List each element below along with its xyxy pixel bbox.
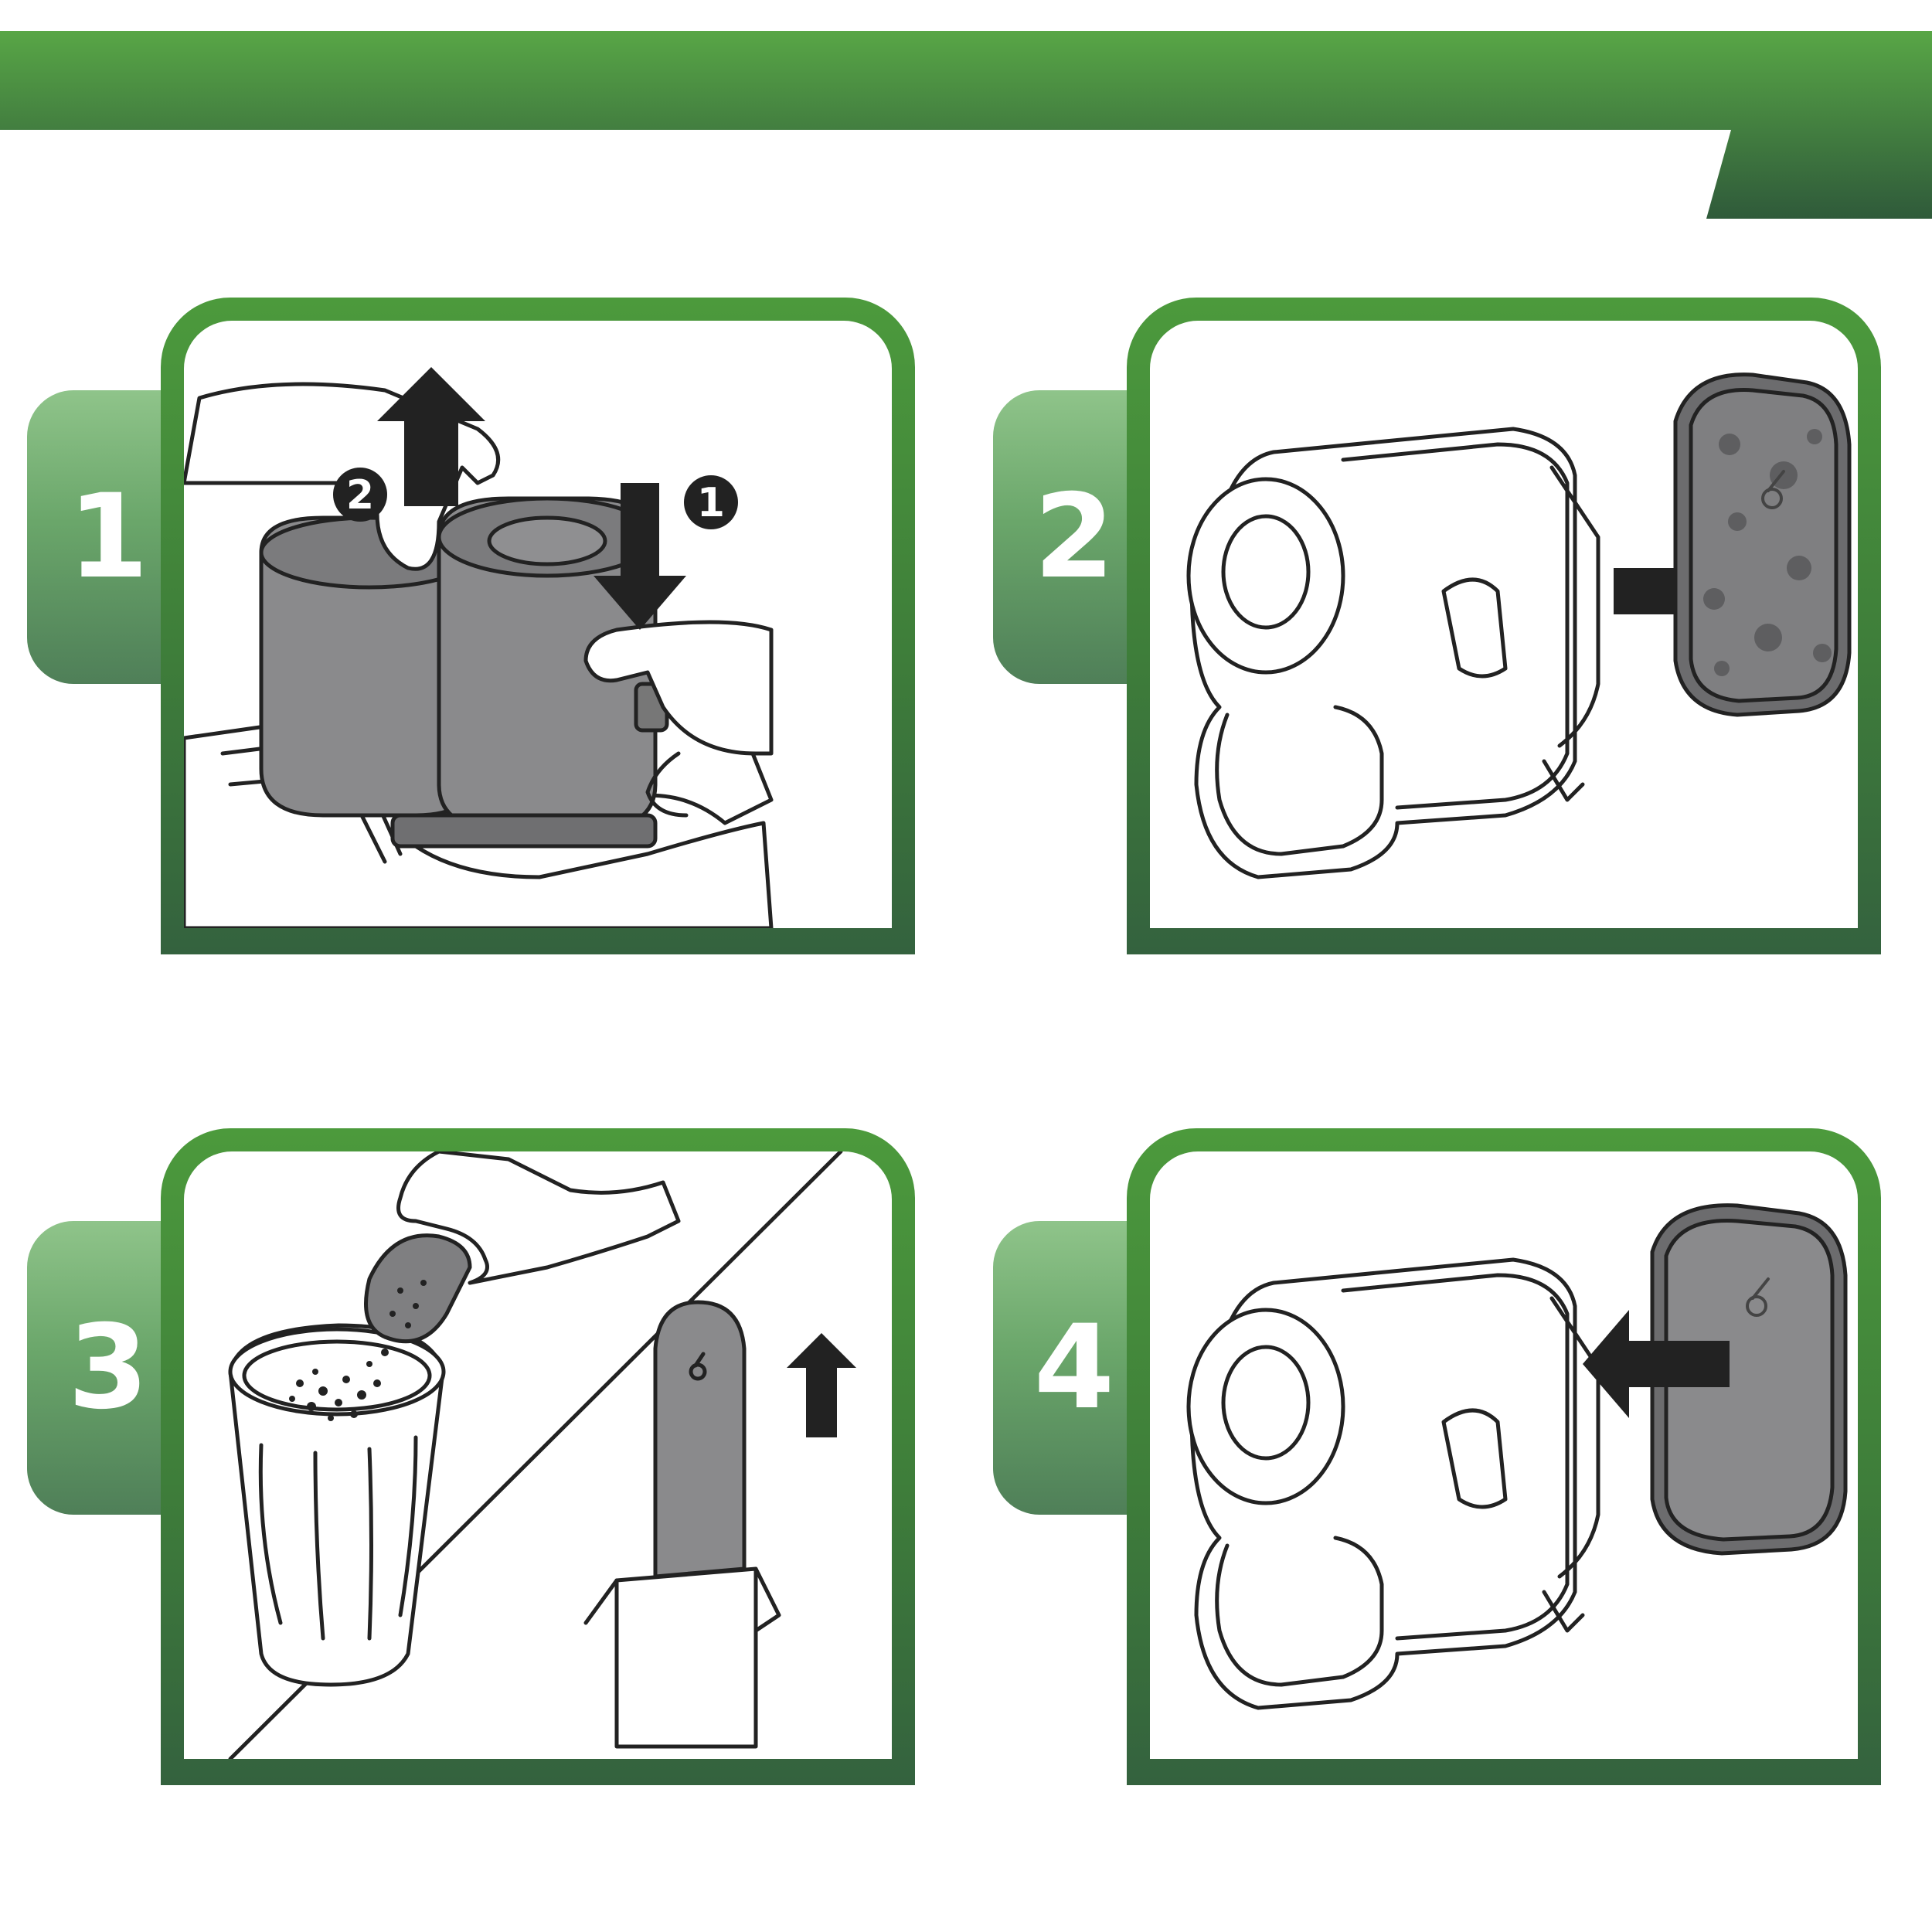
step-number: 2 bbox=[1033, 470, 1115, 604]
step-illustration-3 bbox=[184, 1151, 892, 1759]
badge-1: 1 bbox=[684, 475, 738, 529]
step-panel-2 bbox=[1127, 298, 1881, 954]
step-panel-1: 2 1 bbox=[161, 298, 915, 954]
discard-and-unpack-illustration bbox=[228, 1151, 856, 1759]
badge-label: 2 bbox=[346, 472, 374, 519]
top-banner bbox=[0, 31, 1932, 219]
badge-label: 1 bbox=[697, 480, 725, 526]
step-illustration-2 bbox=[1150, 321, 1858, 928]
step-illustration-4 bbox=[1150, 1151, 1858, 1759]
step-panel-3 bbox=[161, 1128, 915, 1785]
step-panel-4 bbox=[1127, 1128, 1881, 1785]
step-number: 3 bbox=[67, 1301, 149, 1435]
insert-new-filter-illustration bbox=[1186, 1203, 1848, 1710]
step-number: 4 bbox=[1033, 1301, 1115, 1435]
badge-2: 2 bbox=[333, 468, 387, 522]
pull-out-filter-illustration bbox=[1186, 372, 1852, 879]
step-illustration-1: 2 1 bbox=[184, 321, 892, 928]
step-number: 1 bbox=[67, 470, 149, 604]
remove-dust-container-illustration: 2 1 bbox=[184, 367, 774, 928]
